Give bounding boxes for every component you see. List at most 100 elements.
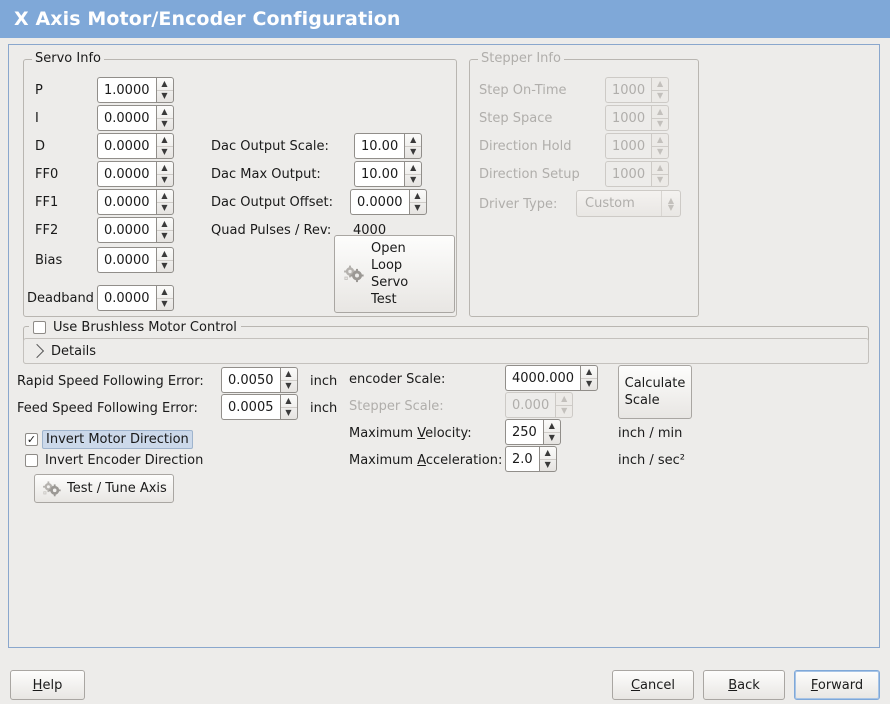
maximum-velocity-spin[interactable]: 250 ▲ ▼ (505, 419, 615, 445)
dac-output-offset-spin[interactable]: 0.0000 ▲ ▼ (350, 189, 446, 215)
spin-up-icon[interactable]: ▲ (410, 134, 417, 144)
dac-output-offset-value[interactable]: 0.0000 (350, 189, 409, 215)
spin-up-icon[interactable]: ▲ (161, 190, 168, 200)
calculate-scale-button[interactable]: Calculate Scale (618, 365, 692, 419)
use-brushless-checkbox-row[interactable]: Use Brushless Motor Control (29, 320, 241, 335)
spin-up-icon[interactable]: ▲ (161, 248, 168, 258)
back-button[interactable]: Back (703, 670, 785, 700)
servo-spin-ff0-value[interactable]: 0.0000 (97, 161, 156, 187)
servo-spin-ff1[interactable]: 0.0000 ▲ ▼ (97, 189, 209, 215)
dac-max-output-spin[interactable]: 10.00 ▲ ▼ (354, 161, 433, 187)
calculate-scale-line-2: Scale (624, 393, 660, 408)
servo-spin-d[interactable]: 0.0000 ▲ ▼ (97, 133, 209, 159)
use-brushless-label: Use Brushless Motor Control (53, 320, 237, 335)
servo-spin-deadband[interactable]: 0.0000 ▲ ▼ (97, 285, 209, 311)
encoder-scale-buttons[interactable]: ▲ ▼ (580, 365, 599, 391)
spin-up-icon[interactable]: ▲ (161, 162, 168, 172)
servo-spin-ff0[interactable]: 0.0000 ▲ ▼ (97, 161, 209, 187)
servo-spin-d-value[interactable]: 0.0000 (97, 133, 156, 159)
spin-down-icon[interactable]: ▼ (156, 173, 173, 187)
dac-output-scale-spin[interactable]: 10.00 ▲ ▼ (354, 133, 433, 159)
invert-motor-direction-checkbox[interactable]: ✓ (25, 433, 38, 446)
spin-up-icon[interactable]: ▲ (285, 395, 292, 405)
maximum-acceleration-buttons[interactable]: ▲ ▼ (538, 446, 557, 472)
servo-spin-ff1-buttons[interactable]: ▲ ▼ (155, 189, 174, 215)
maximum-acceleration-spin[interactable]: 2.0 ▲ ▼ (505, 446, 615, 472)
rapid-following-error-spin[interactable]: 0.0050 ▲ ▼ (221, 367, 307, 393)
maximum-acceleration-value[interactable]: 2.0 (505, 446, 539, 472)
spin-up-icon[interactable]: ▲ (161, 218, 168, 228)
spin-down-icon[interactable]: ▼ (405, 173, 422, 187)
spin-up-icon[interactable]: ▲ (414, 190, 421, 200)
spin-up-icon[interactable]: ▲ (161, 106, 168, 116)
servo-spin-i-buttons[interactable]: ▲ ▼ (155, 105, 174, 131)
feed-following-error-buttons[interactable]: ▲ ▼ (279, 394, 298, 420)
spin-down-icon[interactable]: ▼ (156, 229, 173, 243)
dac-max-output-value[interactable]: 10.00 (354, 161, 405, 187)
dac-output-scale-buttons[interactable]: ▲ ▼ (404, 133, 423, 159)
feed-following-error-value[interactable]: 0.0005 (221, 394, 280, 420)
dac-output-scale-value[interactable]: 10.00 (354, 133, 405, 159)
spin-down-icon[interactable]: ▼ (539, 458, 556, 472)
servo-spin-p-buttons[interactable]: ▲ ▼ (155, 77, 174, 103)
servo-spin-ff2[interactable]: 0.0000 ▲ ▼ (97, 217, 209, 243)
details-expander[interactable]: Details (23, 338, 869, 364)
dac-max-output-buttons[interactable]: ▲ ▼ (404, 161, 423, 187)
servo-spin-ff1-value[interactable]: 0.0000 (97, 189, 156, 215)
servo-spin-deadband-value[interactable]: 0.0000 (97, 285, 156, 311)
encoder-scale-value[interactable]: 4000.000 (505, 365, 581, 391)
spin-down-icon[interactable]: ▼ (581, 377, 598, 391)
servo-spin-deadband-buttons[interactable]: ▲ ▼ (155, 285, 174, 311)
invert-encoder-direction-row[interactable]: Invert Encoder Direction (25, 453, 203, 468)
spin-down-icon[interactable]: ▼ (156, 145, 173, 159)
rapid-following-error-buttons[interactable]: ▲ ▼ (279, 367, 298, 393)
help-button[interactable]: Help (10, 670, 85, 700)
servo-spin-i[interactable]: 0.0000 ▲ ▼ (97, 105, 209, 131)
servo-spin-bias-value[interactable]: 0.0000 (97, 247, 156, 273)
test-tune-axis-button[interactable]: Test / Tune Axis (34, 474, 174, 503)
rapid-following-error-value[interactable]: 0.0050 (221, 367, 280, 393)
chevron-right-icon[interactable] (29, 343, 45, 359)
spin-down-icon[interactable]: ▼ (156, 201, 173, 215)
spin-up-icon[interactable]: ▲ (285, 368, 292, 378)
spin-down-icon[interactable]: ▼ (409, 201, 426, 215)
spin-up-icon[interactable]: ▲ (544, 447, 551, 457)
maximum-velocity-value[interactable]: 250 (505, 419, 543, 445)
encoder-scale-spin[interactable]: 4000.000 ▲ ▼ (505, 365, 615, 391)
spin-down-icon[interactable]: ▼ (156, 89, 173, 103)
dac-output-offset-buttons[interactable]: ▲ ▼ (408, 189, 427, 215)
maximum-velocity-buttons[interactable]: ▲ ▼ (542, 419, 561, 445)
direction-hold-buttons: ▲ ▼ (651, 133, 670, 159)
servo-spin-bias[interactable]: 0.0000 ▲ ▼ (97, 247, 209, 273)
spin-down-icon[interactable]: ▼ (280, 379, 297, 393)
back-button-label: Back (728, 677, 760, 693)
spin-up-icon[interactable]: ▲ (161, 134, 168, 144)
feed-following-error-spin[interactable]: 0.0005 ▲ ▼ (221, 394, 307, 420)
spin-down-icon[interactable]: ▼ (156, 259, 173, 273)
spin-up-icon[interactable]: ▲ (585, 366, 593, 376)
cancel-button[interactable]: Cancel (612, 670, 694, 700)
open-loop-line-3: Servo (371, 275, 409, 290)
use-brushless-checkbox[interactable] (33, 321, 46, 334)
servo-spin-ff0-buttons[interactable]: ▲ ▼ (155, 161, 174, 187)
spin-down-icon[interactable]: ▼ (280, 406, 297, 420)
invert-encoder-direction-checkbox[interactable] (25, 454, 38, 467)
forward-button[interactable]: Forward (794, 670, 880, 700)
spin-up-icon[interactable]: ▲ (410, 162, 417, 172)
spin-down-icon[interactable]: ▼ (543, 431, 560, 445)
spin-down-icon[interactable]: ▼ (156, 297, 173, 311)
servo-spin-d-buttons[interactable]: ▲ ▼ (155, 133, 174, 159)
spin-up-icon[interactable]: ▲ (161, 78, 168, 88)
spin-up-icon[interactable]: ▲ (161, 286, 168, 296)
spin-down-icon[interactable]: ▼ (156, 117, 173, 131)
servo-spin-p-value[interactable]: 1.0000 (97, 77, 156, 103)
servo-spin-p[interactable]: 1.0000 ▲ ▼ (97, 77, 209, 103)
servo-spin-bias-buttons[interactable]: ▲ ▼ (155, 247, 174, 273)
open-loop-servo-test-button[interactable]: Open Loop Servo Test (334, 235, 455, 313)
spin-up-icon[interactable]: ▲ (548, 420, 555, 430)
servo-spin-ff2-buttons[interactable]: ▲ ▼ (155, 217, 174, 243)
servo-spin-i-value[interactable]: 0.0000 (97, 105, 156, 131)
spin-down-icon[interactable]: ▼ (405, 145, 422, 159)
invert-motor-direction-row[interactable]: ✓ Invert Motor Direction (25, 430, 193, 449)
servo-spin-ff2-value[interactable]: 0.0000 (97, 217, 156, 243)
